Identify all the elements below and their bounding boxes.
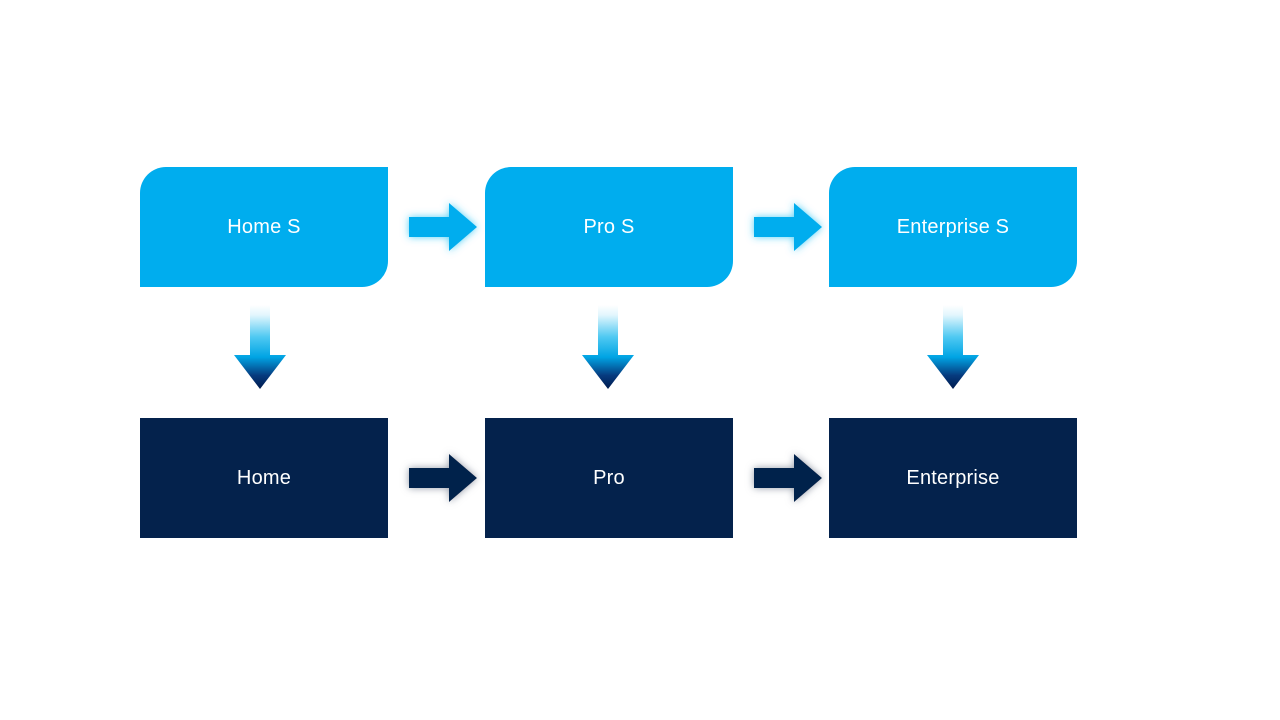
arrow-right-pro-to-enterprise bbox=[750, 450, 826, 506]
arrow-down-pro-s-to-pro bbox=[580, 305, 636, 391]
node-label-pro: Pro bbox=[593, 467, 625, 489]
arrow-right-home-to-pro bbox=[405, 450, 481, 506]
node-label-enterprise: Enterprise bbox=[906, 467, 1000, 489]
arrow-right-pro-s-to-enterprise-s bbox=[750, 199, 826, 255]
node-label-enterprise-s: Enterprise S bbox=[896, 216, 1010, 238]
node-label-home: Home bbox=[236, 467, 292, 489]
arrow-down-enterprise-s-to-enterprise bbox=[925, 305, 981, 391]
arrow-right-home-s-to-pro-s bbox=[405, 199, 481, 255]
node-home-s[interactable]: Home S bbox=[140, 167, 388, 287]
node-enterprise-s[interactable]: Enterprise S bbox=[829, 167, 1077, 287]
node-pro[interactable]: Pro bbox=[485, 418, 733, 538]
node-pro-s[interactable]: Pro S bbox=[485, 167, 733, 287]
arrow-down-home-s-to-home bbox=[232, 305, 288, 391]
node-label-home-s: Home S bbox=[227, 216, 301, 238]
node-enterprise[interactable]: Enterprise bbox=[829, 418, 1077, 538]
node-home[interactable]: Home bbox=[140, 418, 388, 538]
node-label-pro-s: Pro S bbox=[583, 216, 635, 238]
